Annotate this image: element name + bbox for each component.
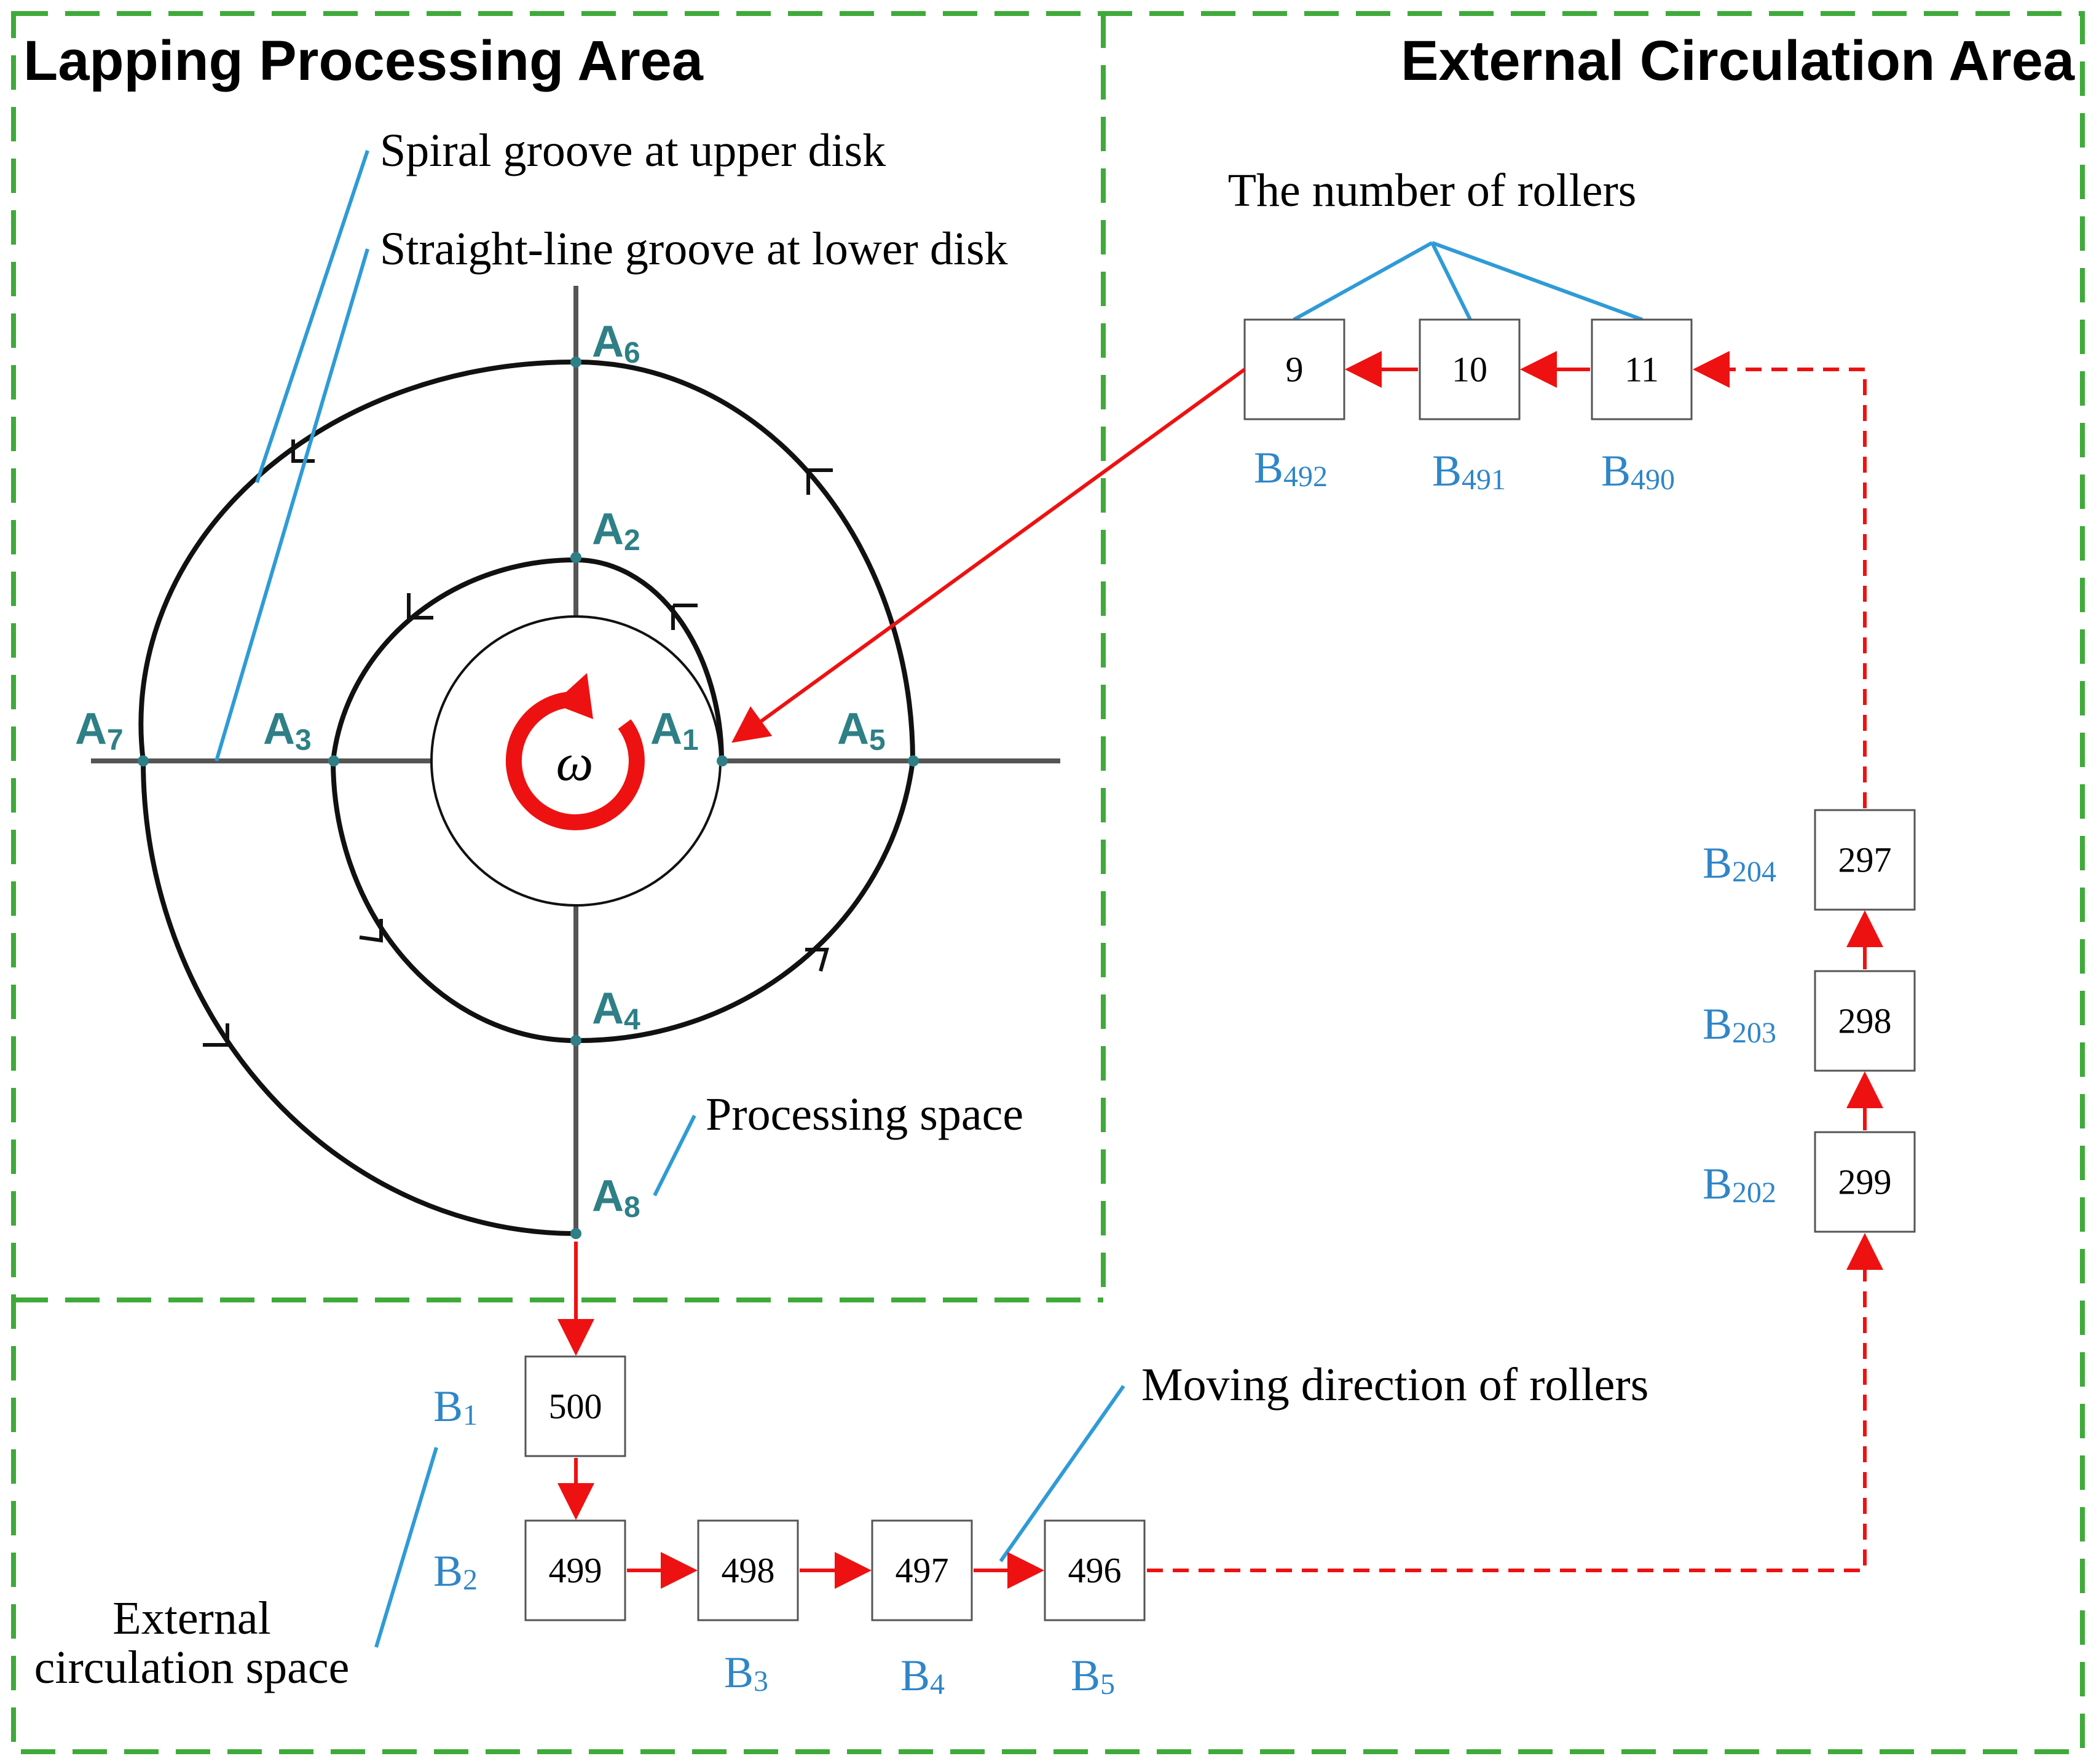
- point-a5-dot: [908, 755, 919, 766]
- rollers-leader-b491: [1430, 242, 1472, 321]
- roller-box-b492: [1243, 318, 1345, 420]
- rotation-icon: ω: [505, 673, 645, 830]
- roller-box-b2: [524, 1519, 626, 1621]
- straight-leader: [215, 248, 369, 762]
- roller-count-b204: 297: [1838, 840, 1892, 880]
- point-a5-label: A5: [837, 704, 886, 757]
- roller-box-b491: [1419, 318, 1521, 420]
- dashed-b5-to-b202: [1147, 1233, 1883, 1572]
- roller-count-b490: 11: [1624, 350, 1659, 390]
- roller-label-b202: B202: [1703, 1159, 1776, 1209]
- point-a6-label: A6: [592, 317, 640, 369]
- roller-count-b1: 500: [549, 1387, 602, 1427]
- omega-symbol: ω: [556, 733, 594, 792]
- arrow-b492-to-a1: [731, 368, 1246, 743]
- spiral-direction-ticks: [203, 439, 833, 1047]
- roller-label-b2: B2: [433, 1546, 478, 1596]
- roller-box-b4: [871, 1519, 973, 1621]
- roller-box-b1: [524, 1355, 626, 1457]
- processing-space-annotation: Processing space: [706, 1089, 1023, 1140]
- roller-label-b491: B491: [1432, 446, 1506, 496]
- roller-box-b202: [1814, 1131, 1916, 1233]
- roller-count-b2: 499: [549, 1551, 602, 1591]
- a-point-dots: [138, 356, 919, 1239]
- roller-label-b1: B1: [433, 1382, 478, 1431]
- external-area-title: External Circulation Area: [1401, 30, 2075, 92]
- outer-border: [11, 11, 2085, 1754]
- rollers-leader-b492: [1293, 241, 1433, 321]
- roller-label-b203: B203: [1703, 999, 1776, 1049]
- external-space-annotation-line1: External: [112, 1593, 270, 1644]
- moving-direction-leader: [999, 1385, 1125, 1562]
- roller-count-b492: 9: [1286, 350, 1304, 390]
- point-a3-label: A3: [263, 704, 312, 757]
- processing-space-leader: [653, 1114, 696, 1197]
- lapping-area-title: Lapping Processing Area: [23, 30, 704, 92]
- roller-boxes: [524, 318, 1916, 1621]
- point-a3-dot: [328, 755, 339, 766]
- rotation-arrowhead: [553, 673, 593, 719]
- roller-count-b3: 498: [722, 1551, 775, 1591]
- spiral-leader: [255, 150, 369, 483]
- point-a4-dot: [570, 1035, 581, 1046]
- point-a2-label: A2: [592, 505, 640, 557]
- point-a2-dot: [570, 552, 581, 563]
- external-space-annotation-line2: circulation space: [34, 1642, 350, 1693]
- roller-count-b202: 299: [1838, 1162, 1892, 1202]
- flow-arrows-solid: [557, 351, 1883, 1589]
- moving-direction-annotation: Moving direction of rollers: [1141, 1359, 1648, 1411]
- point-a7-label: A7: [75, 704, 124, 757]
- roller-label-b5: B5: [1071, 1651, 1115, 1701]
- point-a1-label: A1: [650, 704, 699, 757]
- roller-count-b4: 497: [896, 1551, 949, 1591]
- roller-label-b492: B492: [1254, 443, 1328, 493]
- point-a7-dot: [138, 755, 149, 766]
- roller-box-b203: [1814, 970, 1916, 1072]
- roller-label-b204: B204: [1703, 838, 1776, 888]
- roller-count-b203: 298: [1838, 1001, 1892, 1041]
- roller-count-b491: 10: [1452, 350, 1487, 390]
- roller-box-b204: [1814, 809, 1916, 911]
- region-borders: [11, 11, 2085, 1754]
- spiral-groove-annotation: Spiral groove at upper disk: [380, 125, 886, 176]
- roller-label-b490: B490: [1601, 446, 1675, 496]
- number-of-rollers-annotation: The number of rollers: [1228, 165, 1637, 216]
- rollers-leader-b490: [1431, 241, 1644, 321]
- point-a8-label: A8: [592, 1171, 640, 1224]
- point-a4-label: A4: [592, 984, 640, 1036]
- point-a6-dot: [570, 356, 581, 368]
- roller-count-b5: 496: [1068, 1551, 1122, 1591]
- leader-lines: [215, 150, 1644, 1648]
- straight-groove-annotation: Straight-line groove at lower disk: [380, 223, 1008, 275]
- point-a1-dot: [717, 755, 728, 766]
- roller-box-b5: [1044, 1519, 1146, 1621]
- roller-label-b3: B3: [724, 1648, 768, 1698]
- roller-box-b3: [697, 1519, 799, 1621]
- external-space-leader: [374, 1447, 438, 1648]
- rotation-arc: [505, 691, 645, 830]
- point-a8-dot: [570, 1228, 581, 1239]
- dashed-b204-to-b490: [1693, 351, 1867, 808]
- flow-arrows-dashed: [1147, 351, 1883, 1572]
- lapping-disk: ω: [91, 286, 1060, 1239]
- roller-label-b4: B4: [900, 1651, 945, 1701]
- roller-box-b490: [1591, 318, 1693, 420]
